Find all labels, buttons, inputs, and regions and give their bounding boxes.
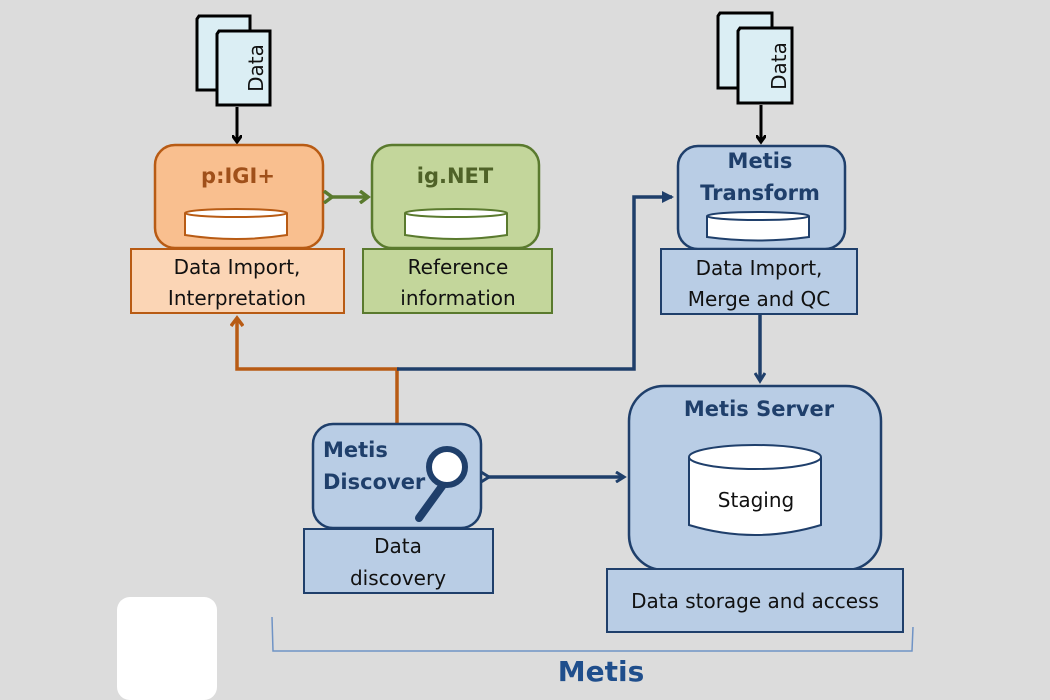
document-front-icon bbox=[736, 26, 794, 105]
staging-database-icon bbox=[688, 444, 822, 536]
connector-discover-to-pigi bbox=[237, 320, 399, 424]
connector-discover-to-transform bbox=[397, 191, 674, 371]
staging-label: Staging bbox=[718, 488, 794, 512]
data-document-stack-left: Data bbox=[195, 14, 272, 107]
discover-caption-line1: Data bbox=[374, 534, 422, 558]
white-placeholder-box bbox=[117, 597, 217, 700]
pigi-title: p:IGI+ bbox=[201, 164, 275, 188]
node-pigi[interactable]: p:IGI+ Data Import, Interpretation bbox=[130, 143, 345, 314]
pigi-caption-line1: Data Import, bbox=[174, 255, 301, 279]
discover-caption-box bbox=[303, 528, 494, 594]
transform-title-line1: Metis bbox=[728, 149, 793, 173]
ignet-caption-box bbox=[362, 248, 553, 314]
node-metis-server[interactable]: Metis Server Staging Data storage and ac… bbox=[606, 384, 904, 633]
transform-caption-line1: Data Import, bbox=[696, 256, 823, 280]
ignet-title: ig.NET bbox=[417, 164, 494, 188]
pigi-caption-line2: Interpretation bbox=[168, 286, 306, 310]
database-icon bbox=[706, 211, 810, 242]
ignet-caption-line2: information bbox=[400, 286, 515, 310]
server-title: Metis Server bbox=[684, 397, 835, 421]
discover-title-line1: Metis bbox=[323, 438, 388, 462]
document-label: Data bbox=[767, 42, 791, 90]
transform-caption-line2: Merge and QC bbox=[688, 287, 830, 311]
ignet-caption-line1: Reference bbox=[408, 255, 509, 279]
node-metis-discover[interactable]: Metis Discover Data discovery bbox=[303, 422, 494, 594]
server-caption-box bbox=[606, 568, 904, 633]
document-front-icon bbox=[215, 29, 272, 107]
pigi-caption-box bbox=[130, 248, 345, 314]
node-metis-transform[interactable]: Metis Transform Data Import, Merge and Q… bbox=[660, 144, 858, 315]
transform-caption-box bbox=[660, 248, 858, 315]
database-icon bbox=[404, 208, 508, 240]
server-caption: Data storage and access bbox=[631, 589, 879, 613]
discover-caption-line2: discovery bbox=[350, 566, 446, 590]
database-icon bbox=[184, 208, 288, 240]
node-ignet[interactable]: ig.NET Reference information bbox=[362, 143, 553, 314]
metis-group-bracket bbox=[271, 616, 914, 652]
discover-title-line2: Discover bbox=[323, 470, 426, 494]
transform-title-line2: Transform bbox=[700, 181, 820, 205]
data-document-stack-right: Data bbox=[716, 11, 794, 105]
magnifier-icon bbox=[415, 446, 468, 522]
metis-group-label: Metis bbox=[558, 655, 645, 688]
document-label: Data bbox=[244, 44, 268, 92]
